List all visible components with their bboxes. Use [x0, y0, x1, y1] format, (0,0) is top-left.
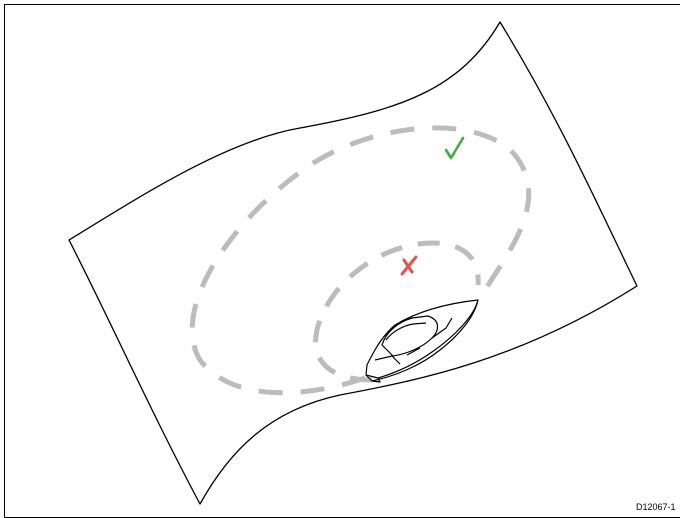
large-turn-track	[189, 125, 532, 396]
cross-mark-icon	[400, 255, 418, 276]
tight-turn-track	[313, 240, 481, 383]
figure-code: D12067-1	[636, 502, 676, 512]
motor-boat-icon	[365, 299, 479, 383]
check-mark-icon	[444, 136, 465, 160]
chart-sheet	[68, 21, 638, 505]
